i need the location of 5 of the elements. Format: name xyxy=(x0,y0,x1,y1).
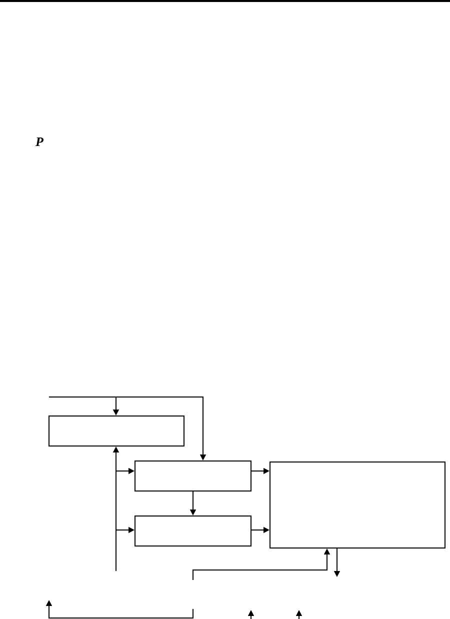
process-box xyxy=(134,516,252,546)
process-box xyxy=(134,460,252,492)
process-box xyxy=(48,416,184,446)
process-box xyxy=(270,462,446,548)
label: P xyxy=(36,138,44,146)
